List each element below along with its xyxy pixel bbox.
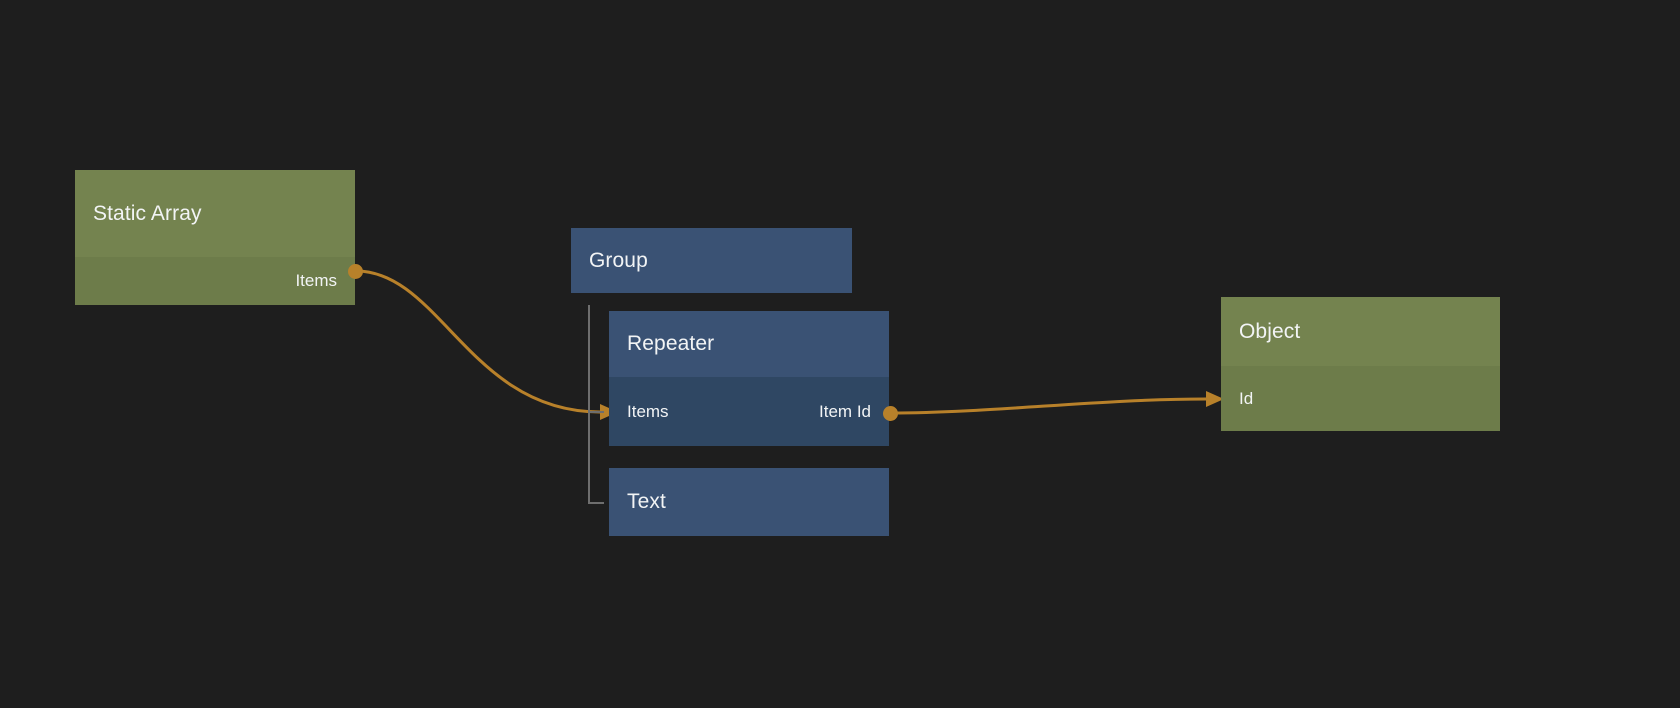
port-label-item-id-out: Item Id (819, 401, 871, 421)
port-repeater-item-id-output[interactable] (883, 406, 898, 421)
port-label-id-in: Id (1239, 388, 1254, 408)
edge-static-array-items-to-repeater-items (355, 269, 601, 414)
port-label-items-out: Items (295, 271, 337, 290)
tree-guide-vertical (588, 305, 590, 503)
node-static-array-body: Items (75, 257, 355, 305)
node-object-body: Id (1221, 366, 1500, 431)
node-static-array[interactable]: Static Array Items (75, 170, 355, 305)
edge-repeater-item-id-to-object-id (890, 397, 1207, 415)
node-repeater-row-items[interactable]: Items Item Id (609, 377, 889, 446)
port-static-array-items-output[interactable] (348, 264, 363, 279)
tree-guide-branch-text (588, 502, 604, 504)
node-repeater[interactable]: Repeater Items Item Id (609, 311, 889, 446)
node-text-title: Text (609, 468, 889, 536)
node-repeater-body: Items Item Id (609, 377, 889, 446)
node-group[interactable]: Group (571, 228, 852, 293)
node-object-title: Object (1221, 297, 1500, 366)
node-object[interactable]: Object Id (1221, 297, 1500, 431)
node-text[interactable]: Text (609, 468, 889, 536)
node-object-row-id[interactable]: Id (1221, 366, 1500, 431)
node-group-title: Group (571, 228, 852, 293)
node-static-array-title: Static Array (75, 170, 355, 257)
tree-guide-branch-repeater (588, 411, 604, 413)
node-static-array-row-items[interactable]: Items (75, 257, 355, 305)
port-label-items-in: Items (627, 401, 669, 421)
node-repeater-title: Repeater (609, 311, 889, 377)
